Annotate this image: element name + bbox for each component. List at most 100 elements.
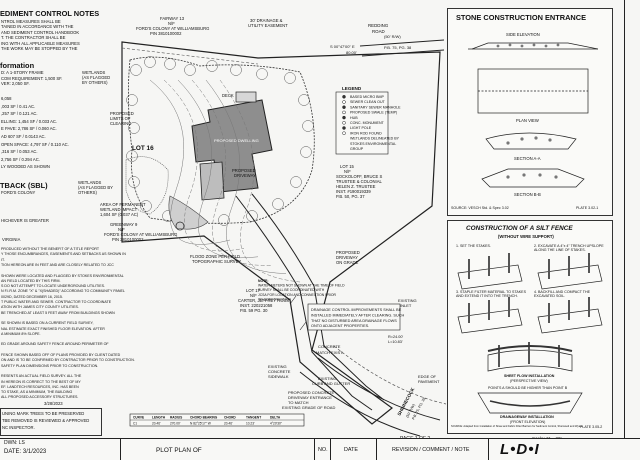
legend-entry: CONC. MONUMENT: [350, 121, 385, 125]
limits-label: PROPOSED: [110, 111, 134, 116]
side-elevation-label: SIDE ELEVATION: [506, 32, 540, 37]
proposed-label: PROPOSED: [232, 168, 256, 173]
contour-line: [177, 79, 259, 258]
general-note-line: Y THOSE ENCUMBRANCES, EASEMENTS AND SETB…: [1, 252, 126, 257]
general-note-line: IN HEREON IS CORRECT TO THE BEST OF MY: [1, 379, 81, 384]
warning-line: UNING MARK TREES TO BE PRESERVED: [2, 411, 85, 416]
silt-fence-detail: CONSTRUCTION OF A SILT FENCE (WITHOUT WI…: [447, 220, 613, 434]
stake: [588, 297, 590, 317]
stone-dot: [534, 136, 538, 140]
step2-panel: [537, 264, 603, 290]
contour-line: [219, 79, 301, 283]
sheet-border-right: [624, 0, 625, 438]
stake: [488, 256, 490, 276]
fairway-owner: FORD'S COLONY AT WILLIAMSBURG: [136, 26, 209, 31]
revision-header: REVISION / COMMENT / NOTE: [392, 447, 470, 453]
legend-entry: HUB: [350, 116, 358, 120]
proposed-driveway-label: PROPOSED: [336, 250, 360, 255]
drainageway-label: DRAINAGEWAY INSTALLATION: [500, 415, 554, 419]
legend-entry: BASED MICRO BMP: [350, 95, 385, 99]
easement-line: [121, 47, 259, 65]
shinnecock-road-edge: [299, 371, 421, 437]
legend-entry: IRON ROD FOUND: [350, 131, 382, 135]
stone-dot: [532, 43, 536, 47]
general-note-line: ATION WITH JAMES CITY COUNTY UTILITIES.: [1, 305, 79, 310]
dwelling-label: PROPOSED DWELLING: [214, 138, 259, 143]
side-elev-stone: [471, 42, 599, 50]
general-note-line: EF. LANDTECH RESOURCES, INC. HAS BEEN: [1, 384, 79, 389]
tree-canopy-mark: [128, 122, 140, 134]
sidewalk-edge: [333, 345, 447, 405]
contour-lines: [149, 79, 301, 283]
curve-table-cell: 20.46': [152, 422, 161, 426]
proposed-driveway-label-b: DRIVEWAY: [336, 255, 358, 260]
sediment-note-line: NTROL MEASURES SHALL BE: [1, 19, 61, 24]
stone-dot: [520, 137, 524, 141]
driveway-label: DRIVEWAY: [234, 173, 256, 178]
lot15-label: LOT 15: [340, 164, 355, 169]
tree-canopy-mark: [256, 68, 268, 80]
wetland-area: [125, 156, 169, 215]
tree-canopy-mark: [272, 198, 284, 210]
flood-label-b: TOPOGRAPHIC SURVEY: [192, 259, 241, 264]
tb-divider: [120, 439, 121, 460]
tree-canopy-mark: [130, 64, 142, 76]
redding-label: REDDING: [368, 23, 389, 28]
drainage-note-line: DRAINAGE CONTROL IMPROVEMENTS SHALL BE: [311, 308, 402, 312]
fabric-line: [487, 345, 573, 352]
curve-radius: R=24.00': [388, 335, 403, 339]
water-meter-note-line: WATER METERS NOT SHOWN AT THE TIME OF FI…: [258, 284, 345, 288]
general-note-line: N F.I.R.M. ZONE "X" & "X(SHADED)" ACCORD…: [1, 289, 125, 294]
limits-label-c: CLEARING: [110, 121, 131, 126]
virginia-label: VIRGINIA: [2, 237, 21, 242]
general-note-line: S DO NOT ATTEMPT TO LOCATE UNDERGROUND U…: [1, 284, 106, 289]
drainage-note: DRAINAGE CONTROL IMPROVEMENTS SHALL BEIN…: [311, 308, 404, 328]
legend-entry: STOKES ENVIRONMENTAL: [350, 142, 396, 146]
tree-canopy-mark: [126, 94, 138, 106]
stake: [468, 303, 470, 323]
silt-step1: 1. SET THE STAKES.: [456, 244, 491, 248]
tree-canopy-mark: [300, 146, 312, 158]
contour-line: [163, 79, 245, 252]
wetlands-label-2c: OTHERS): [78, 190, 97, 195]
top-distance: 80.00': [346, 50, 357, 55]
drainage-fabric: [489, 400, 571, 407]
tree-canopy-mark: [126, 150, 138, 162]
tree-canopy-mark: [284, 72, 296, 84]
tree-canopy-mark: [140, 200, 152, 212]
general-note-line: PRODUCED WITHOUT THE BENEFIT OF A TITLE …: [1, 247, 100, 251]
stone-drawings: [468, 42, 599, 188]
area-impact-label-c: 1,604 SF (0.037 AC): [100, 212, 139, 217]
general-note-line: T PUBLIC WATER AND SEWER. CONTRACTOR TO …: [1, 300, 112, 304]
general-note-line: NAL ESTIMATE EXACT FINISHED FLOOR ELEVAT…: [1, 326, 105, 331]
area-line: 6,058: [1, 96, 12, 101]
curve-table-cell: 270.00': [170, 422, 181, 426]
existing-gutter-label-b: CURB AND GUTTER: [312, 381, 350, 386]
greenway-nf: N/F: [118, 227, 125, 232]
drainage-note-line: ONTO ADJACENT PROPERTIES.: [311, 324, 369, 328]
wetland-impact-area: [168, 195, 209, 230]
curve-table-cell: C1: [133, 422, 137, 426]
sheet-flow-sub: (PERSPECTIVE VIEW): [510, 379, 548, 383]
wetlands-label-2: WETLANDS: [78, 180, 101, 185]
water-meter-note-line: TO CONSTRUCTION: [258, 297, 291, 301]
legend-symbol: [342, 131, 346, 135]
lot15-nf: N/F: [344, 169, 351, 174]
proposed-entrance-label-b: DRIVEWAY ENTRANCE: [288, 395, 332, 400]
curve-table-header: CURVE: [133, 416, 144, 420]
stone-entrance-detail: STONE CONSTRUCTION ENTRANCE SIDE ELEVATI…: [447, 8, 613, 216]
legend-entry: LIGHT POLE: [350, 126, 372, 130]
contour-line: [191, 79, 273, 266]
curve-table-header: CHORD BEARING: [190, 416, 218, 420]
drawn-by: DWN: LS: [4, 440, 25, 446]
stake: [508, 253, 510, 273]
legend-symbol: [342, 105, 346, 109]
stone-dot: [506, 175, 510, 179]
stone-dot: [496, 44, 500, 48]
general-note-line: FENCE SHOWN BASED OFF OF PLANS PROVIDED …: [1, 353, 121, 357]
proposed-entrance-label-c: TO MATCH: [288, 400, 309, 405]
area-line: ELLING: 1,454 SF / 0.033 AC.: [1, 118, 58, 124]
legend-symbol: [342, 100, 346, 104]
legend-entry: PROPOSED SWALE (TEMP): [350, 111, 397, 115]
